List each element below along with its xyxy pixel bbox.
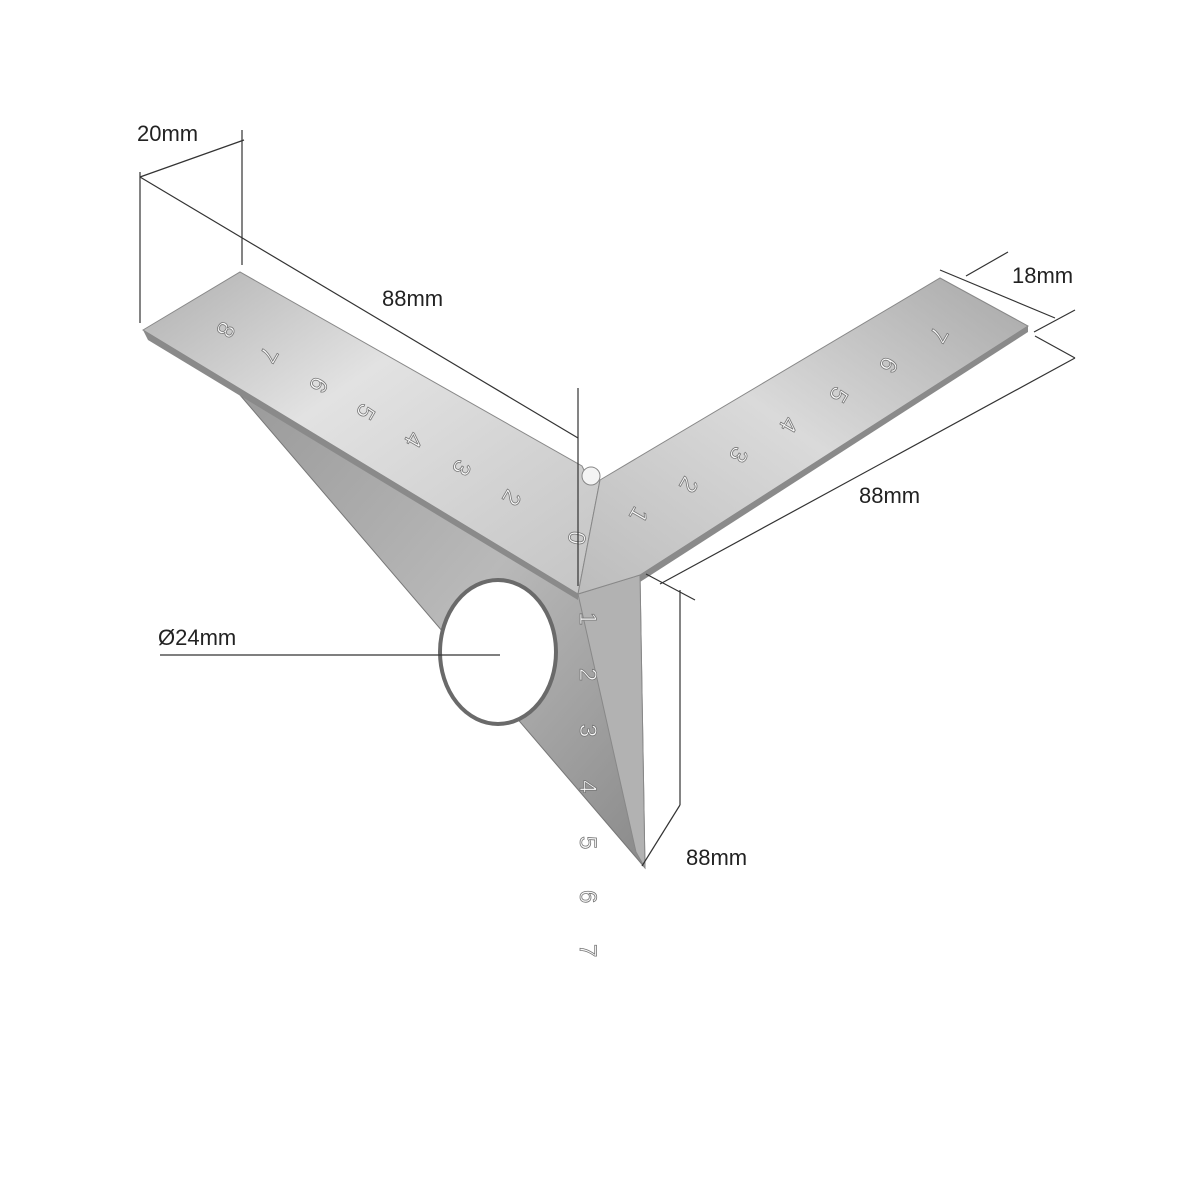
dimension-hole-diameter: Ø24mm <box>158 625 236 650</box>
dimension-88mm-right-arm: 88mm <box>859 483 920 508</box>
scale-number: 1 <box>574 612 601 625</box>
dimension-20mm: 20mm <box>137 121 198 146</box>
dimension-18mm: 18mm <box>1012 263 1073 288</box>
scale-number: 4 <box>574 780 601 793</box>
scale-number: 3 <box>574 724 601 737</box>
left-arm-edge <box>143 330 578 600</box>
dimension-88mm-left-arm: 88mm <box>382 286 443 311</box>
hole <box>438 578 558 726</box>
blade-scale: 1 2 3 4 5 6 7 <box>574 612 602 958</box>
scale-number: 6 <box>574 890 601 903</box>
scale-number: 2 <box>574 668 601 681</box>
scale-number: 0 <box>562 529 591 547</box>
scale-number: 5 <box>574 836 601 849</box>
scale-number: 7 <box>574 944 601 957</box>
dimension-lines <box>139 130 1076 867</box>
right-arm <box>577 277 1029 595</box>
corner-notch <box>581 466 601 486</box>
right-arm-edge <box>640 326 1028 582</box>
dimension-88mm-blade: 88mm <box>686 845 747 870</box>
